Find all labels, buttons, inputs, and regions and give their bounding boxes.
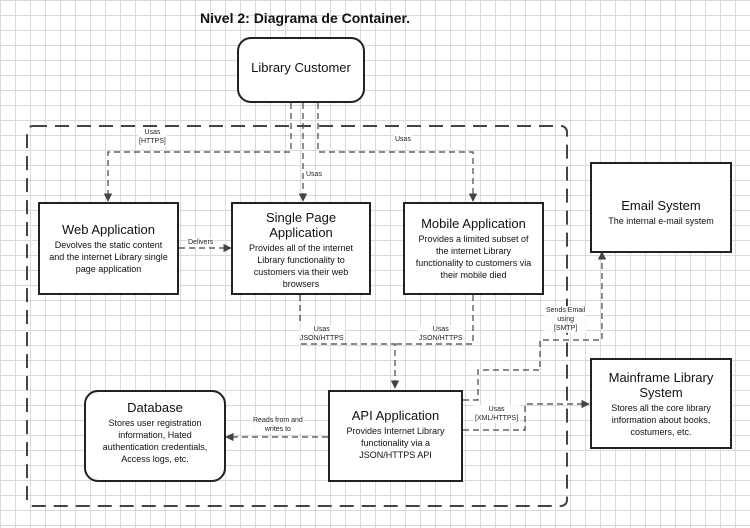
edge-api-mainframe	[463, 399, 590, 431]
node-title: Email System	[621, 198, 701, 213]
edge-label-customer-spa: Usas	[305, 170, 323, 179]
node-title: Mobile Application	[421, 216, 526, 231]
node-title: Library Customer	[251, 60, 351, 75]
edge-label-spa-api: Usas JSON/HTTPS	[299, 325, 345, 343]
edge-spa-api	[299, 295, 400, 389]
edge-label-api-mainframe: Usas [XML/HTTPS]	[474, 405, 520, 423]
node-title: Database	[127, 400, 183, 415]
node-description: Provides a limited subset of the interne…	[415, 234, 532, 280]
edge-customer-web	[103, 103, 292, 202]
node-description: Provides all of the internet Library fun…	[248, 243, 354, 289]
edge-mobile-api	[395, 295, 474, 345]
node-description: Stores user registration information, Ha…	[102, 418, 208, 464]
node-database[interactable]: Database Stores user registration inform…	[84, 390, 226, 482]
node-title: API Application	[351, 408, 440, 423]
node-email-system[interactable]: Email System The internal e-mail system	[590, 162, 732, 253]
edge-label-customer-web: Usas [HTTPS]	[138, 128, 167, 146]
edge-customer-mobile	[317, 103, 478, 202]
node-title: Web Application	[62, 222, 155, 237]
node-title: Mainframe Library System	[608, 370, 714, 400]
edge-label-customer-mobile: Usas	[394, 135, 412, 144]
node-mainframe-library-system[interactable]: Mainframe Library System Stores all the …	[590, 358, 732, 449]
node-description: Devolves the static content and the inte…	[49, 240, 168, 274]
node-web-application[interactable]: Web Application Devolves the static cont…	[38, 202, 179, 295]
node-api-application[interactable]: API Application Provides Internet Librar…	[328, 390, 463, 482]
node-description: Stores all the core library information …	[611, 403, 711, 437]
node-mobile-application[interactable]: Mobile Application Provides a limited su…	[403, 202, 544, 295]
node-title: Single Page Application	[265, 210, 337, 240]
edge-api-email	[463, 251, 607, 401]
edge-label-mobile-api: Usas JSON/HTTPS	[418, 325, 464, 343]
node-library-customer[interactable]: Library Customer	[237, 37, 365, 103]
edge-label-web-spa: Delivers	[187, 238, 215, 247]
edge-label-api-email: Sends Email using [SMTP]	[545, 306, 587, 333]
node-single-page-application[interactable]: Single Page Application Provides all of …	[231, 202, 371, 295]
diagram-title: Nivel 2: Diagrama de Container.	[200, 10, 411, 26]
node-description: The internal e-mail system	[608, 216, 714, 226]
edge-label-api-db: Reads from and writes to	[252, 416, 304, 434]
node-description: Provides Internet Library functionality …	[346, 426, 445, 460]
system-boundary	[26, 125, 568, 507]
